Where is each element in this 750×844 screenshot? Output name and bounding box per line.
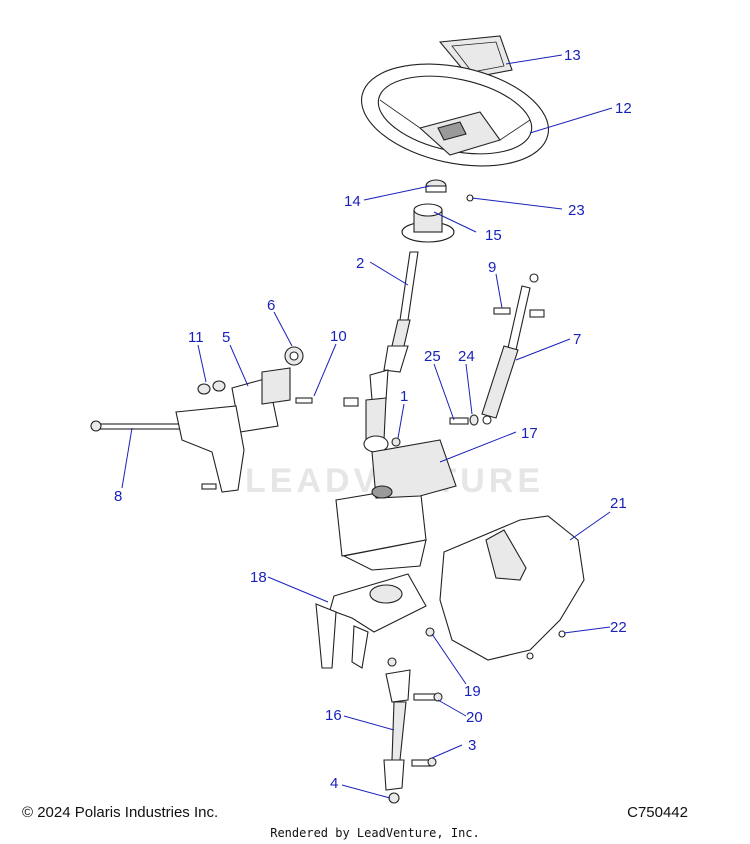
mount-bracket — [175, 405, 245, 493]
callout-20: 20 — [466, 709, 483, 726]
callout-4: 4 — [330, 775, 338, 792]
part-10-bolt — [295, 397, 313, 404]
part-4-nut — [388, 792, 400, 804]
callout-17: 17 — [521, 425, 538, 442]
part-11-nuts — [197, 380, 226, 395]
callout-24: 24 — [458, 348, 475, 365]
part-3-bolt — [411, 757, 437, 767]
part-15-hub-adapter — [401, 203, 455, 243]
callout-11: 11 — [188, 329, 204, 346]
leader-lines — [121, 54, 613, 799]
part-16-lower-shaft — [383, 669, 411, 791]
callout-labels: 13 12 14 23 15 2 9 6 11 5 10 7 25 24 1 1… — [114, 47, 632, 792]
callout-1: 1 — [400, 388, 408, 405]
callout-2: 2 — [356, 255, 364, 272]
callout-16: 16 — [325, 707, 342, 724]
rendered-by-credit: Rendered by LeadVenture, Inc. — [270, 826, 480, 840]
callout-18: 18 — [250, 569, 267, 586]
callout-14: 14 — [344, 193, 361, 210]
callout-6: 6 — [267, 297, 275, 314]
callout-9: 9 — [488, 259, 496, 276]
callout-22: 22 — [610, 619, 627, 636]
part-21-cover — [439, 515, 585, 661]
part-1-joint — [343, 369, 401, 453]
part-2-upper-shaft — [383, 251, 419, 373]
callout-15: 15 — [485, 227, 502, 244]
callout-13: 13 — [564, 47, 581, 64]
callout-10: 10 — [330, 328, 347, 345]
callout-3: 3 — [468, 737, 476, 754]
callout-5: 5 — [222, 329, 230, 346]
copyright-notice: © 2024 Polaris Industries Inc. — [22, 804, 219, 821]
part-5-tilt-bracket — [231, 367, 291, 433]
part-20-bolt — [413, 692, 443, 702]
part-25-bolt — [449, 417, 469, 425]
callout-7: 7 — [573, 331, 581, 348]
callout-12: 12 — [615, 100, 632, 117]
part-12-steering-wheel — [360, 63, 550, 167]
part-19-nut — [387, 627, 435, 667]
part-18-mount-plate — [315, 573, 427, 669]
part-13-wheel-cap — [438, 35, 513, 79]
part-24-washer — [469, 414, 479, 426]
callout-19: 19 — [464, 683, 481, 700]
part-22-screw — [526, 630, 566, 660]
part-6-bushing — [284, 346, 304, 366]
part-9-bolt — [493, 307, 511, 315]
part-17-eps-unit — [335, 439, 457, 571]
callout-25: 25 — [424, 348, 441, 365]
part-7-strut — [481, 273, 545, 425]
part-14-nut — [425, 179, 447, 193]
callout-23: 23 — [568, 202, 585, 219]
diagram-code: C750442 — [627, 804, 688, 821]
part-8-pivot-bolt — [90, 420, 201, 432]
callout-21: 21 — [610, 495, 627, 512]
callout-8: 8 — [114, 488, 122, 505]
